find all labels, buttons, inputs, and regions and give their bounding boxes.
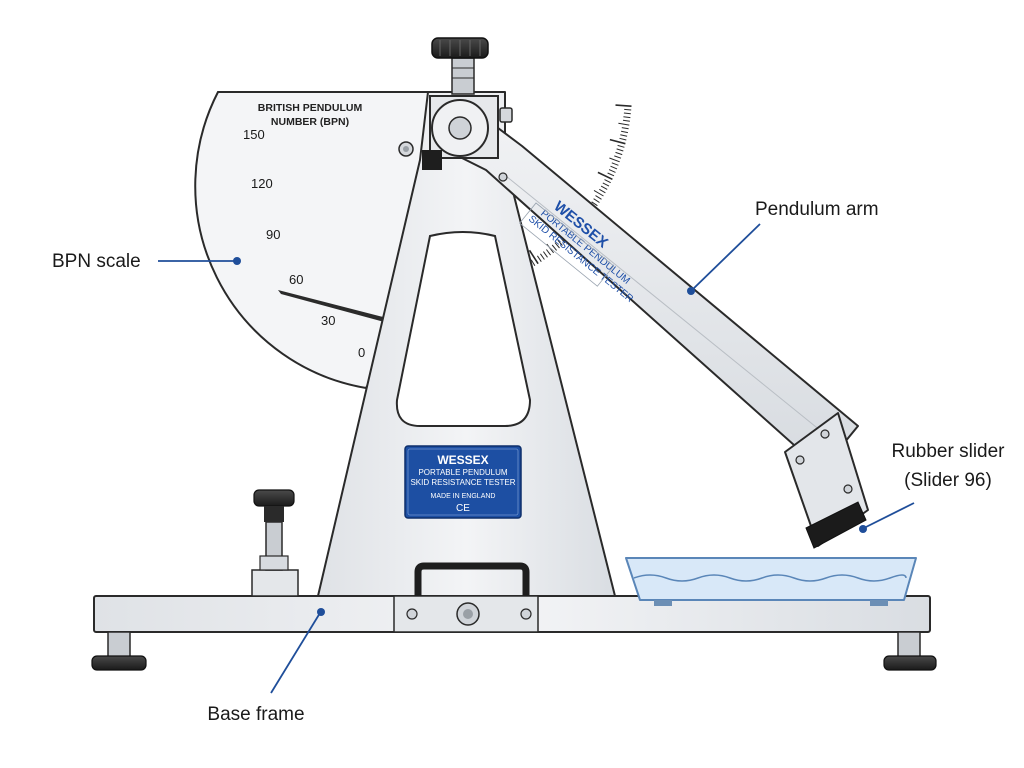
rubber-slider-pad	[805, 501, 867, 549]
scale-pointer	[278, 290, 391, 323]
callout-bpn-scale: BPN scale	[52, 251, 241, 272]
scale-tick-150: 150	[243, 127, 265, 142]
scale-tick-60: 60	[289, 272, 303, 287]
scale-tick-120: 120	[251, 176, 273, 191]
water-tray	[625, 557, 917, 606]
scale-graduation	[615, 104, 632, 107]
scale-tick-90: 90	[266, 227, 280, 242]
scale-graduation	[620, 130, 629, 134]
scale-graduation	[528, 249, 539, 265]
scale-graduation	[542, 251, 548, 258]
label-rubber-slider-line2: (Slider 96)	[904, 470, 992, 491]
scale-graduation	[536, 255, 542, 262]
main-frame	[317, 91, 616, 597]
scale-graduation	[546, 249, 551, 256]
callout-base-frame: Base frame	[207, 608, 325, 725]
plate-line3: MADE IN ENGLAND	[431, 493, 496, 500]
scale-graduation	[622, 119, 630, 122]
scale-graduation	[609, 138, 626, 145]
callout-rubber-slider: Rubber slider (Slider 96)	[859, 441, 1005, 533]
plate-line2: SKID RESISTANCE TESTER	[410, 478, 515, 487]
scale-graduation	[597, 171, 613, 181]
scale-graduation	[617, 144, 625, 148]
scale-title-line1: BRITISH PENDULUM	[258, 102, 363, 114]
scale-graduation	[623, 116, 631, 119]
scale-graduation	[621, 127, 629, 130]
scale-graduation	[608, 169, 616, 173]
scale-graduation	[610, 165, 618, 170]
manufacturer-plate: WESSEX PORTABLE PENDULUM SKID RESISTANCE…	[404, 445, 522, 519]
scale-graduation	[620, 134, 628, 137]
plate-line1: PORTABLE PENDULUM	[418, 468, 507, 477]
base-frame-body	[93, 562, 931, 633]
scale-title-line2: NUMBER (BPN)	[271, 116, 349, 128]
scale-graduation	[591, 201, 598, 207]
plate-ce-mark: CE	[456, 503, 470, 514]
scale-graduation	[600, 185, 608, 190]
scale-graduation	[618, 122, 630, 126]
slider-head	[784, 412, 869, 549]
scale-graduation	[604, 179, 611, 184]
carry-handle[interactable]	[414, 562, 530, 596]
scale-tick-0: 0	[358, 345, 365, 360]
plate-brand: WESSEX	[437, 453, 488, 467]
label-base-frame: Base frame	[207, 704, 304, 725]
scale-graduation	[614, 155, 622, 159]
scale-graduation	[615, 151, 623, 156]
height-adjust-knob[interactable]	[251, 489, 299, 597]
scale-graduation	[593, 198, 600, 203]
leveling-foot-left[interactable]	[91, 631, 147, 671]
scale-graduation	[611, 162, 619, 166]
scale-graduation	[595, 195, 602, 200]
scale-graduation	[530, 259, 536, 267]
scale-graduation	[602, 182, 610, 187]
scale-graduation	[554, 242, 560, 249]
scale-graduation	[557, 239, 563, 246]
scale-graduation	[593, 189, 604, 197]
scale-graduation	[607, 172, 615, 177]
callout-pendulum-arm: Pendulum arm	[687, 199, 879, 295]
label-pendulum-arm: Pendulum arm	[755, 199, 879, 220]
scale-graduation	[609, 157, 620, 163]
label-bpn-scale: BPN scale	[52, 251, 141, 272]
scale-graduation	[616, 148, 624, 152]
scale-graduation	[599, 188, 606, 194]
scale-graduation	[623, 112, 631, 115]
scale-graduation	[539, 253, 545, 260]
scale-graduation	[551, 244, 557, 251]
scale-graduation	[619, 137, 627, 141]
scale-tick-30: 30	[321, 313, 335, 328]
scale-graduation	[624, 108, 632, 111]
scale-graduation	[560, 237, 566, 244]
bpn-scale: BRITISH PENDULUM NUMBER (BPN) 150 120 90…	[194, 91, 632, 390]
label-rubber-slider-line1: Rubber slider	[892, 441, 1006, 462]
top-adjust-knob[interactable]	[431, 37, 489, 95]
leveling-foot-right[interactable]	[883, 631, 937, 671]
